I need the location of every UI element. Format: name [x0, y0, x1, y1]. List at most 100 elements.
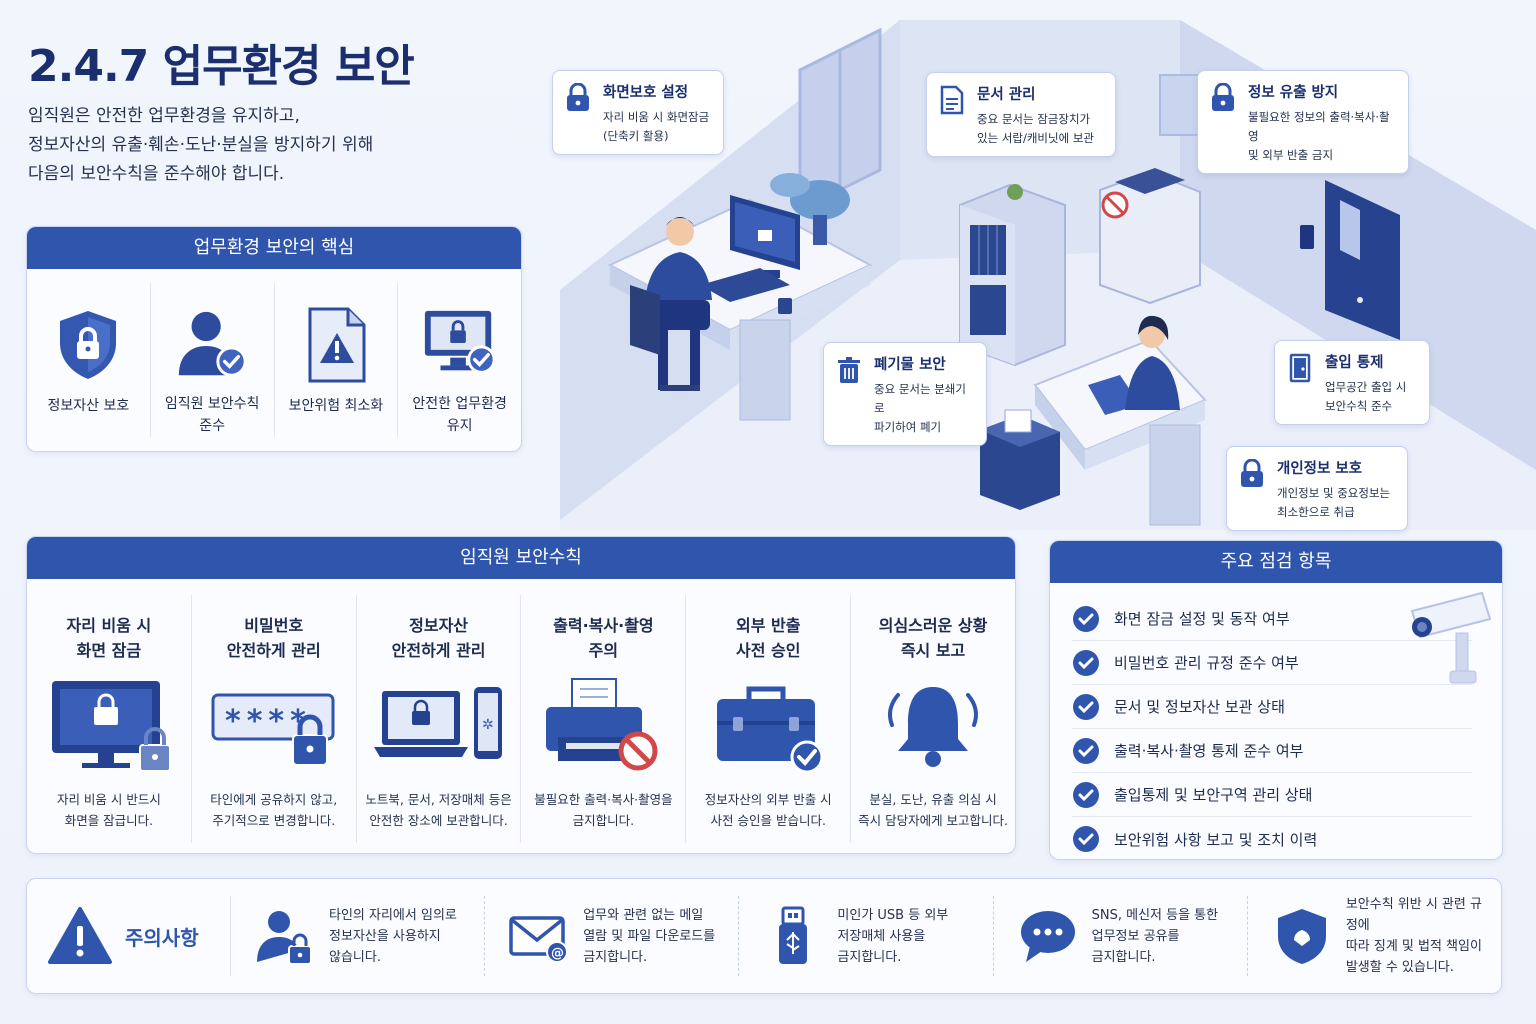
checklist-item: 보안위험 사항 보고 및 조치 이력: [1072, 817, 1472, 861]
printer-prohibited-icon: [546, 678, 658, 771]
checklist-item-text: 화면 잠금 설정 및 동작 여부: [1114, 610, 1290, 628]
rule-screen-lock: 자리 비움 시 화면 잠금 자리 비움 시 반드시 화면을 잠급니다.: [27, 595, 192, 843]
rule-title: 의심스러운 상황 즉시 보고: [878, 616, 988, 660]
callout-desc: 자리 비움 시 화면잠금 (단축키 활용): [603, 110, 710, 143]
caution-item-text: 타인의 자리에서 임의로 정보자산을 사용하지 않습니다.: [329, 907, 457, 965]
usb-icon: [779, 906, 808, 964]
rules-panel: 임직원 보안수칙 자리 비움 시 화면 잠금 자리 비움 시 반드시 화면을 잠…: [26, 536, 1016, 854]
caution-item: SNS, 메신저 등을 통한 업무정보 공유를 금지합니다.: [994, 896, 1248, 976]
intro-line: 임직원은 안전한 업무환경을 유지하고,: [28, 106, 300, 126]
rule-title: 정보자산 안전하게 관리: [391, 616, 486, 660]
callout-access-control: 출입 통제 업무공간 출입 시 보안수칙 준수: [1274, 340, 1430, 425]
callout-title: 화면보호 설정: [603, 85, 689, 101]
monitor-lock-check-icon: [424, 310, 496, 374]
shield-lock-icon: [60, 311, 117, 379]
callout-title: 정보 유출 방지: [1248, 85, 1339, 101]
callout-title: 폐기물 보안: [874, 357, 946, 373]
checklist-item-text: 출입통제 및 보안구역 관리 상태: [1114, 786, 1313, 804]
core-item-asset-protection: 정보자산 보호: [27, 283, 151, 437]
svg-text:@: @: [551, 946, 564, 961]
core-item-employee-rules: 임직원 보안수칙 준수: [151, 283, 275, 437]
caution-item-text: 보안수칙 위반 시 관련 규정에 따라 징계 및 법적 책임이 발생할 수 있습…: [1345, 897, 1482, 975]
svg-text:✲: ✲: [482, 717, 494, 733]
checklist-heading: 주요 점검 항목: [1050, 541, 1502, 583]
core-heading: 업무환경 보안의 핵심: [27, 227, 521, 269]
checklist-item: 화면 잠금 설정 및 동작 여부: [1072, 597, 1472, 641]
caution-item: 타인의 자리에서 임의로 정보자산을 사용하지 않습니다.: [231, 896, 486, 976]
email-icon: @: [509, 916, 569, 963]
caution-label: 주의사항: [125, 925, 199, 950]
caution-item-text: 업무와 관련 없는 메일 열람 및 파일 다운로드를 금지합니다.: [583, 907, 716, 965]
check-circle-icon: [1073, 737, 1099, 764]
caution-item-text: SNS, 메신저 등을 통한 업무정보 공유를 금지합니다.: [1091, 907, 1219, 965]
chat-bubble-icon: [1020, 911, 1075, 962]
checklist-item: 문서 및 정보자산 보관 상태: [1072, 685, 1472, 729]
intro-text: 임직원은 안전한 업무환경을 유지하고, 정보자산의 유출·훼손·도난·분실을 …: [28, 102, 488, 189]
check-circle-icon: [1073, 781, 1099, 808]
office-illustration: 화면보호 설정 자리 비움 시 화면잠금 (단축키 활용) 문서 관리 중요 문…: [540, 0, 1536, 531]
user-lock-icon: [257, 911, 312, 965]
rule-desc: 분실, 도난, 유출 의심 시 즉시 담당자에게 보고합니다.: [858, 792, 1009, 828]
intro-line: 정보자산의 유출·훼손·도난·분실을 방지하기 위해: [28, 135, 374, 155]
rule-desc: 불필요한 출력·복사·촬영을 금지합니다.: [534, 792, 673, 828]
laptop-phone-icon: ✲: [373, 687, 502, 759]
rule-title: 자리 비움 시 화면 잠금: [66, 616, 152, 660]
caution-panel: 주의사항 타인의 자리에서 임의로 정보자산을 사용하지 않습니다. @ 업무와…: [26, 878, 1502, 994]
rule-report-incident: 의심스러운 상황 즉시 보고 분실, 도난, 유출 의심 시 즉시 담당자에게 …: [851, 595, 1015, 843]
rules-heading: 임직원 보안수칙: [27, 537, 1015, 579]
monitor-lock-icon: [51, 681, 171, 772]
padlock-icon: [1241, 459, 1263, 487]
core-item-label: 보안위험 최소화: [288, 398, 384, 414]
rule-external-export: 외부 반출 사전 승인 정보자산의 외부 반출 시 사전 승인을 받습니다.: [686, 595, 852, 843]
password-lock-icon: ****: [211, 693, 335, 766]
bell-icon: [888, 687, 979, 767]
document-warning-icon: [308, 307, 366, 383]
trash-icon: [838, 357, 860, 383]
core-item-label: 정보자산 보호: [47, 398, 130, 414]
core-item-risk-minimize: 보안위험 최소화: [275, 283, 399, 437]
rule-title: 비밀번호 안전하게 관리: [226, 616, 321, 660]
briefcase-check-icon: [717, 686, 824, 774]
rule-desc: 타인에게 공유하지 않고, 주기적으로 변경합니다.: [210, 792, 338, 828]
check-circle-icon: [1073, 605, 1099, 632]
caution-item-text: 미인가 USB 등 외부 저장매체 사용을 금지합니다.: [837, 907, 949, 965]
caution-header: 주의사항: [27, 896, 231, 976]
callout-desc: 중요 문서는 분쇄기로 파기하여 폐기: [874, 382, 966, 434]
callout-title: 출입 통제: [1325, 355, 1384, 371]
checklist-item-text: 비밀번호 관리 규정 준수 여부: [1114, 654, 1299, 672]
password-mask: ****: [225, 704, 312, 739]
caution-item: 보안수칙 위반 시 관련 규정에 따라 징계 및 법적 책임이 발생할 수 있습…: [1248, 896, 1501, 976]
rule-desc: 자리 비움 시 반드시 화면을 잠급니다.: [56, 792, 161, 828]
callout-desc: 개인정보 및 중요정보는 최소한으로 취급: [1277, 486, 1391, 519]
callout-desc: 업무공간 출입 시 보안수칙 준수: [1325, 380, 1407, 413]
cctv-camera-icon: [1410, 591, 1492, 684]
check-circle-icon: [1073, 649, 1099, 676]
warning-triangle-icon: [48, 907, 112, 964]
rule-title: 출력·복사·촬영 주의: [553, 616, 654, 660]
padlock-icon: [1212, 83, 1234, 111]
callout-title: 문서 관리: [977, 87, 1036, 103]
checklist-item-text: 문서 및 정보자산 보관 상태: [1114, 698, 1285, 716]
callout-document-management: 문서 관리 중요 문서는 잠금장치가 있는 서랍/캐비닛에 보관: [926, 72, 1116, 157]
page-title: 2.4.7 업무환경 보안: [28, 41, 415, 92]
callout-desc: 불필요한 정보의 출력·복사·촬영 및 외부 반출 금지: [1248, 110, 1390, 162]
callout-leak-prevention: 정보 유출 방지 불필요한 정보의 출력·복사·촬영 및 외부 반출 금지: [1197, 70, 1409, 174]
rule-desc: 노트북, 문서, 저장매체 등은 안전한 장소에 보관합니다.: [365, 792, 512, 828]
checklist-item: 출입통제 및 보안구역 관리 상태: [1072, 773, 1472, 817]
rule-print-copy: 출력·복사·촬영 주의 불필요한 출력·복사·촬영을 금지합니다.: [521, 595, 687, 843]
callout-privacy: 개인정보 보호 개인정보 및 중요정보는 최소한으로 취급: [1226, 446, 1408, 531]
padlock-icon: [567, 83, 589, 111]
intro-line: 다음의 보안수칙을 준수해야 합니다.: [28, 164, 285, 184]
check-circle-icon: [1073, 826, 1099, 852]
core-panel: 업무환경 보안의 핵심 정보자산 보호 임직원 보안수칙 준수: [26, 226, 522, 452]
core-item-label: 안전한 업무환경 유지: [412, 396, 507, 434]
core-item-safe-environment: 안전한 업무환경 유지: [398, 283, 521, 437]
caution-item: @ 업무와 관련 없는 메일 열람 및 파일 다운로드를 금지합니다.: [485, 896, 740, 976]
rule-desc: 정보자산의 외부 반출 시 사전 승인을 받습니다.: [704, 792, 832, 828]
checklist-item-text: 보안위험 사항 보고 및 조치 이력: [1114, 830, 1318, 849]
caution-item: 미인가 USB 등 외부 저장매체 사용을 금지합니다.: [739, 896, 994, 976]
callout-waste-security: 폐기물 보안 중요 문서는 분쇄기로 파기하여 폐기: [823, 342, 987, 446]
checklist-item-text: 출력·복사·촬영 통제 준수 여부: [1114, 742, 1304, 760]
rule-password: 비밀번호 안전하게 관리 **** 타인에게 공유하지 않고, 주기적으로 변경…: [192, 595, 357, 843]
callout-title: 개인정보 보호: [1277, 461, 1363, 477]
